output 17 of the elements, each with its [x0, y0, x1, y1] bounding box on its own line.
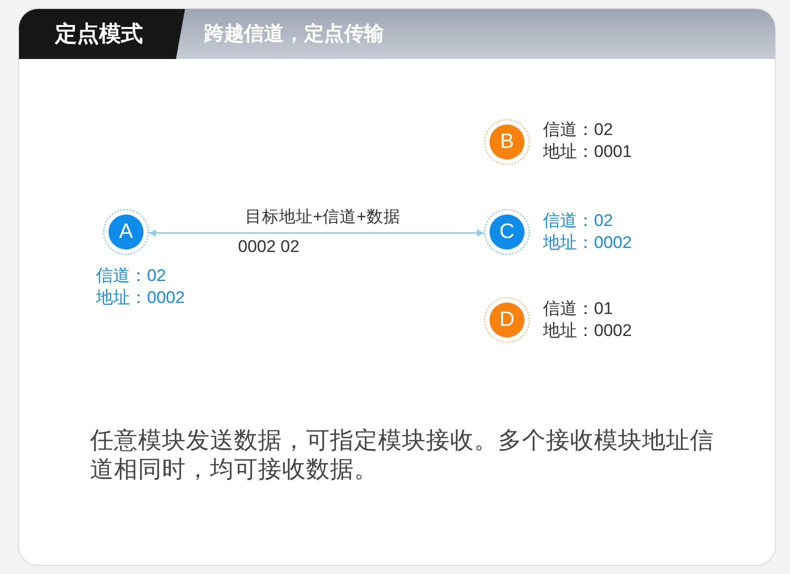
node-note: 信道：01 — [543, 298, 613, 320]
node-note: 地址：0002 — [543, 232, 632, 254]
module-circle: A — [103, 209, 149, 255]
double-arrow — [149, 230, 484, 236]
node-note: 地址：0002 — [543, 320, 632, 342]
title: 定点模式 — [55, 20, 143, 48]
payload-example-text: 0002 02 — [238, 236, 300, 258]
node-note: 地址：0001 — [543, 141, 632, 163]
node-note: 信道：02 — [543, 210, 613, 232]
module-circle: B — [484, 119, 530, 165]
caption: 任意模块发送数据，可指定模块接收。多个接收模块地址信道相同时，均可接收数据。 — [90, 426, 715, 484]
node-note: 信道：02 — [96, 265, 166, 287]
node-note: 信道：02 — [543, 119, 613, 141]
node-note: 地址：0002 — [96, 287, 185, 309]
subtitle: 跨越信道，定点传输 — [204, 22, 384, 47]
module-circle: C — [484, 209, 530, 255]
module-circle: D — [484, 297, 530, 343]
